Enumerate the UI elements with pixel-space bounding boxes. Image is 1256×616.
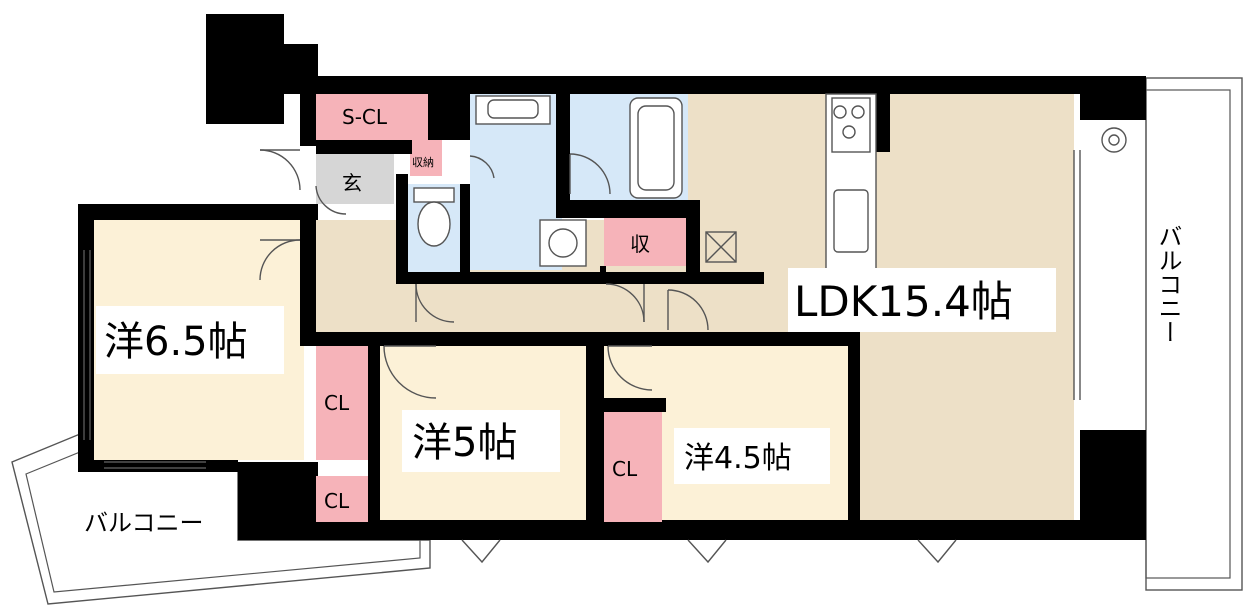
balcony-right-outline [1145,77,1243,591]
floor-entrance [316,154,394,204]
bathtub [629,97,683,199]
closet-shoe [316,94,428,140]
door-swing-entrance [259,149,301,191]
kitchen-sink [833,189,869,253]
room-label-storage-small: 収納 [412,156,434,169]
label-bg-western-4-5 [674,428,830,484]
room-label-entrance: 玄 [342,171,362,195]
fixtures [83,93,1127,564]
room-label-shoe-closet: S-CL [342,105,388,129]
room-label-closet-2: CL [324,489,350,513]
labels: 洋6.5帖 洋5帖 洋4.5帖 LDK15.4帖 S-CL 玄 収納 収 CL … [84,105,1182,537]
room-label-closet-1: CL [324,391,350,415]
room-label-storage: 収 [630,232,650,256]
closet-small-storage [410,140,442,176]
toilet [417,201,451,247]
closets [316,94,686,522]
closet-2 [316,476,368,522]
room-label-western-6-5: 洋6.5帖 [104,319,248,365]
closet-storage [604,218,686,266]
balcony-label-right: バルコニー [1154,224,1182,344]
room-label-ldk: LDK15.4帖 [794,277,1013,326]
room-label-western-5: 洋5帖 [412,420,517,466]
closet-1 [316,346,368,460]
interior-walls [300,94,890,522]
label-bg-western-6-5 [96,306,284,374]
room-label-closet-3: CL [612,457,638,481]
closet-3 [604,412,662,522]
balcony-label-left: バルコニー [84,509,204,537]
label-bg-western-5 [402,410,560,472]
washing-machine-pan [539,219,587,267]
room-label-western-4-5: 洋4.5帖 [684,441,792,476]
label-bg-ldk [788,268,1056,332]
